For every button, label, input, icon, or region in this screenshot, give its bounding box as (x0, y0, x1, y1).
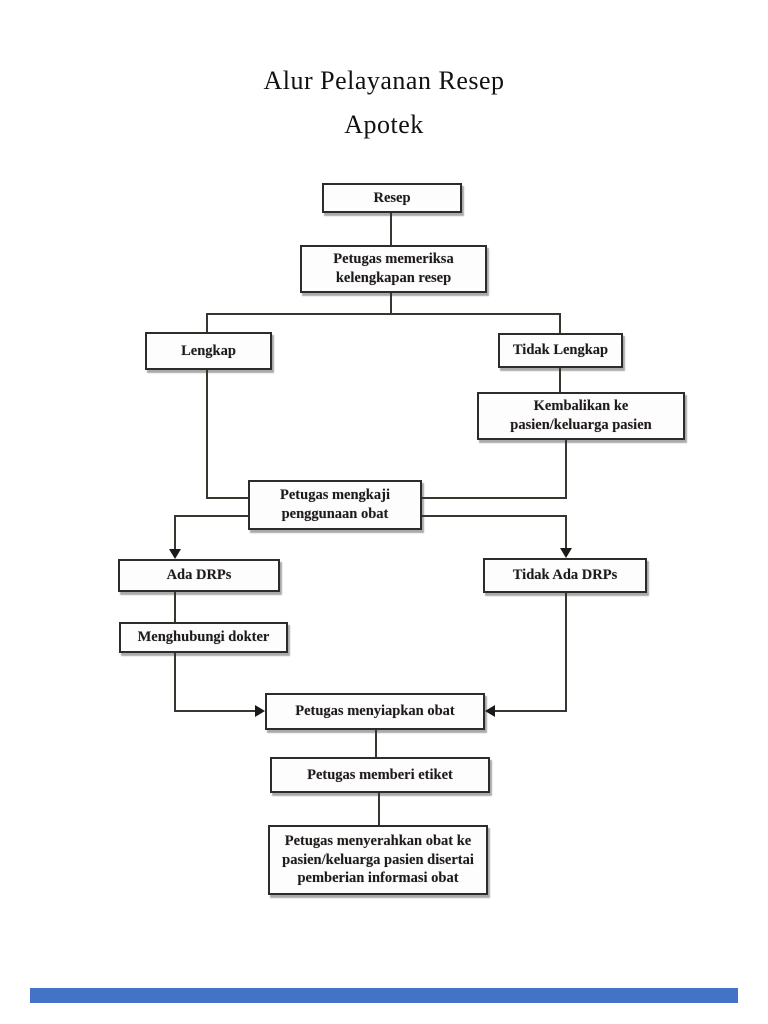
flow-node-label: Petugas mengkaji penggunaan obat (280, 487, 390, 522)
flow-node-resep: Resep (322, 183, 462, 213)
flow-node-menyiapkan-obat: Petugas menyiapkan obat (265, 693, 485, 730)
connector-into-mengkaji-right (422, 497, 567, 499)
connector-lengkap-down (206, 370, 208, 499)
flow-node-menyerahkan-obat: Petugas menyerahkan obat ke pasien/kelua… (268, 825, 488, 895)
connector-menyiapkan-etiket (375, 730, 377, 757)
flow-node-menghubungi-dokter: Menghubungi dokter (119, 622, 288, 653)
arrowhead-into-tidak-ada-drps (560, 548, 572, 558)
flow-node-label: Petugas memberi etiket (307, 766, 453, 783)
connector-down-tidak-ada-drps (565, 515, 567, 548)
flow-node-label: Tidak Lengkap (512, 342, 609, 359)
connector-mengkaji-out-right (422, 515, 567, 517)
connector-menghubungi-down (174, 653, 176, 712)
connector-left-into-menyiapkan (175, 710, 256, 712)
flow-node-label: Tidak Ada DRPs (512, 567, 618, 584)
connector-tidaklengkap-kembalikan (559, 368, 561, 392)
connector-tidakada-down (565, 593, 567, 712)
connector-adadrps-menghubungi (174, 592, 176, 622)
flow-node-label: Resep (373, 189, 411, 206)
flow-node-ada-drps: Ada DRPs (118, 559, 280, 592)
connector-right-into-menyiapkan (494, 710, 567, 712)
flow-node-label: Petugas menyerahkan obat ke pasien/kelua… (282, 832, 474, 887)
connector-split-tidak-lengkap (559, 313, 561, 333)
flow-node-memberi-etiket: Petugas memberi etiket (270, 757, 490, 793)
connector-split-lengkap (206, 313, 208, 332)
flow-node-label: Menghubungi dokter (137, 629, 270, 646)
flow-node-label: Ada DRPs (166, 567, 232, 584)
bottom-blue-bar (30, 988, 738, 1003)
flow-node-tidak-ada-drps: Tidak Ada DRPs (483, 558, 647, 593)
arrowhead-into-menyiapkan-right (485, 705, 495, 717)
connector-into-mengkaji-left (207, 497, 248, 499)
connector-mengkaji-out-left (175, 515, 248, 517)
flow-node-tidak-lengkap: Tidak Lengkap (498, 333, 623, 368)
connector-kembalikan-down (565, 440, 567, 499)
connector-down-ada-drps (174, 515, 176, 549)
connector-resep-periksa (390, 213, 392, 245)
flow-node-kembalikan-pasien: Kembalikan ke pasien/keluarga pasien (477, 392, 685, 440)
connector-etiket-menyerahkan (378, 793, 380, 825)
connector-periksa-split (390, 293, 392, 315)
page-subtitle: Apotek (344, 110, 424, 139)
arrowhead-into-ada-drps (169, 549, 181, 559)
flow-node-lengkap: Lengkap (145, 332, 272, 370)
flow-node-label: Kembalikan ke pasien/keluarga pasien (510, 398, 652, 433)
flow-node-mengkaji-obat: Petugas mengkaji penggunaan obat (248, 480, 422, 530)
flow-node-label: Petugas menyiapkan obat (295, 703, 455, 720)
flow-node-label: Petugas memeriksa kelengkapan resep (333, 251, 454, 286)
arrowhead-into-menyiapkan-left (255, 705, 265, 717)
page-title: Alur Pelayanan Resep (263, 66, 505, 95)
flow-node-periksa-kelengkapan: Petugas memeriksa kelengkapan resep (300, 245, 487, 293)
connector-split-horizontal (206, 313, 561, 315)
flow-node-label: Lengkap (181, 342, 236, 359)
